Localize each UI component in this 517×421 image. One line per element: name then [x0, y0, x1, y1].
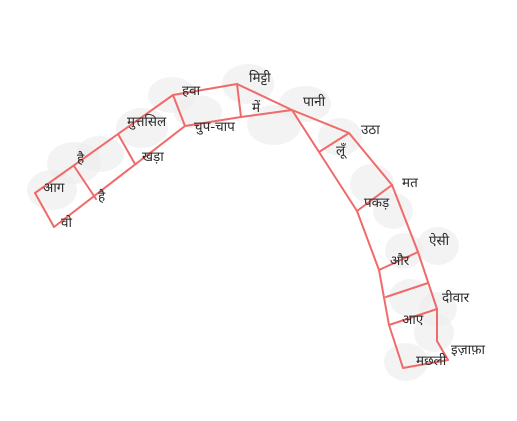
background-blob-6: [174, 95, 222, 129]
ladder-rung-9: [385, 282, 429, 298]
word-outer-5: मिट्टी: [249, 69, 271, 86]
ladder-rung-4: [172, 94, 186, 127]
ladder-rung-8: [378, 251, 419, 271]
ladder-rung-7: [356, 184, 393, 212]
background-blob-3: [76, 136, 124, 172]
word-inner-11: मछली: [416, 352, 447, 369]
word-inner-4: चुप-चाप: [194, 119, 235, 135]
ladder-rung-11: [436, 340, 449, 361]
word-inner-7: लूँ: [336, 142, 347, 159]
ladder-rung-2: [73, 165, 97, 200]
background-blobs: [27, 64, 459, 381]
word-inner-9: और: [390, 252, 410, 269]
word-outer-4: हवा: [182, 83, 201, 99]
background-blob-4: [116, 108, 168, 148]
ladder-rung-6: [318, 132, 350, 153]
outer-rail: [34, 83, 438, 342]
background-blob-17: [414, 314, 454, 352]
inner-rail: [53, 109, 449, 369]
word-inner-2: है: [98, 188, 106, 205]
ladder-rung-1: [34, 192, 55, 228]
ladder-rung-10: [388, 308, 438, 326]
word-outer-8: मत: [402, 175, 418, 191]
ladder-rung-3: [117, 133, 136, 165]
word-outer-11: इज़ाफ़ा: [451, 342, 486, 358]
word-inner-3: खड़ा: [142, 149, 164, 165]
word-outer-9: ऐसी: [429, 232, 450, 249]
word-inner-10: आए: [402, 312, 424, 328]
ladder-rungs: [34, 83, 449, 361]
background-blob-18: [384, 343, 428, 381]
word-outer-2: है: [77, 150, 85, 167]
word-inner-8: पकड़: [364, 195, 390, 211]
word-outer-6: पानी: [303, 93, 326, 110]
background-blob-7: [222, 64, 274, 104]
background-blob-14: [417, 227, 459, 265]
word-outer-10: दीवार: [442, 289, 470, 306]
word-outer-1: आग: [43, 180, 65, 196]
word-outer-7: उठा: [361, 122, 380, 138]
word-outer-3: मुत्तसिल: [127, 113, 167, 130]
ladder-rung-5: [236, 83, 242, 118]
word-labels: आग वो है है मुत्तसिल खड़ा हवा चुप-चाप मि…: [43, 69, 486, 369]
background-blob-12: [373, 193, 413, 229]
word-inner-5: में: [252, 99, 261, 116]
word-inner-1: वो: [61, 214, 73, 231]
